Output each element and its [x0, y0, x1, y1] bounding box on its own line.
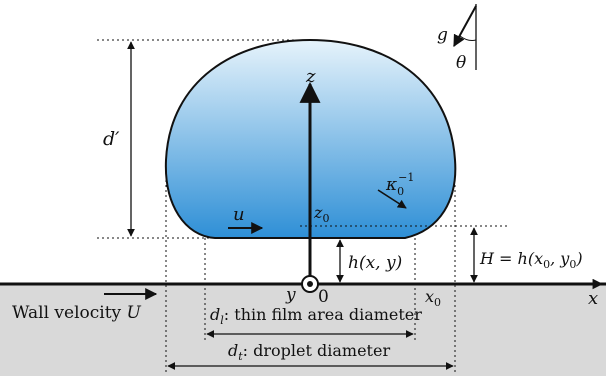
guide-lines: [97, 39, 510, 372]
kappa-label: κ0−1: [385, 171, 414, 198]
x-axis-label: x: [588, 288, 598, 309]
H-label: H = h(x0, y0): [479, 249, 583, 271]
kappa-arrow: [377, 189, 407, 209]
wall-velocity-label: Wall velocity U: [12, 303, 142, 323]
thin-film-label: dl: thin film area diameter: [210, 305, 422, 327]
z-axis-label: z: [305, 66, 316, 87]
x0-label: x0: [425, 287, 441, 309]
h-label: h(x, y): [348, 253, 402, 273]
d-prime-label: d′: [103, 128, 120, 150]
origin-label: 0: [318, 287, 329, 307]
droplet-diameter-label: dt: droplet diameter: [228, 341, 390, 363]
y-axis-label: y: [285, 285, 296, 305]
gravity-label: g: [437, 25, 448, 45]
y-axis-dot: [307, 281, 313, 287]
gravity-indicator: [453, 4, 477, 70]
u-label: u: [233, 204, 245, 225]
theta-label: θ: [456, 53, 466, 73]
z0-label: z0: [313, 203, 329, 225]
wall-ground: [0, 284, 606, 376]
